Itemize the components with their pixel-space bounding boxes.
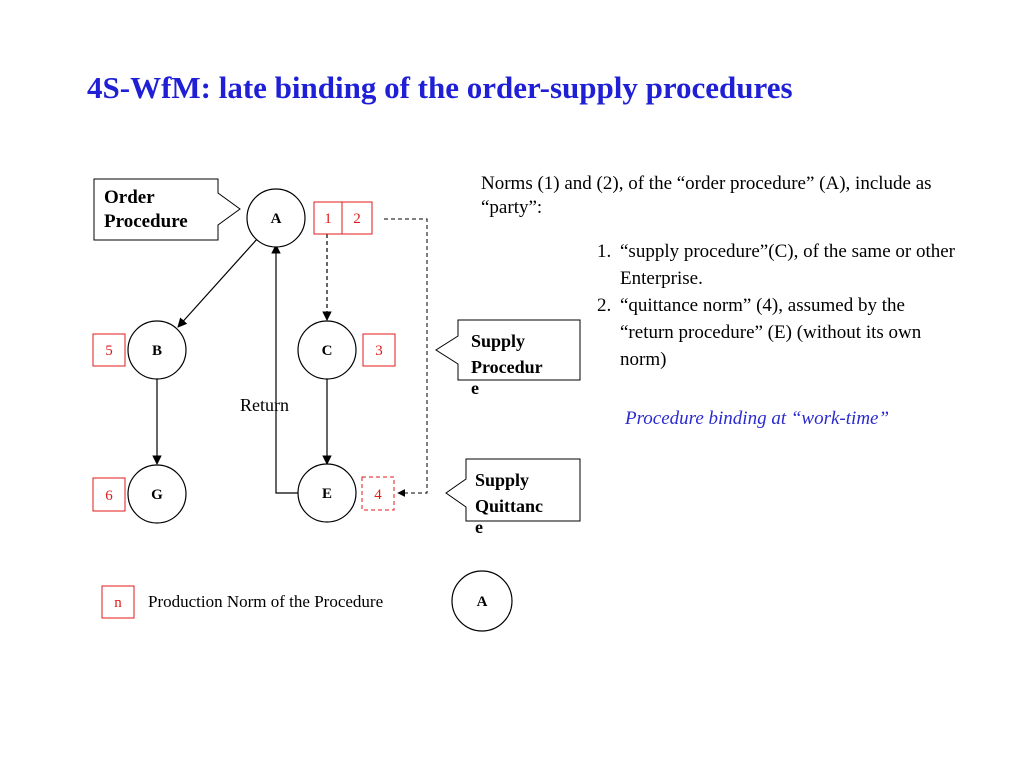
norm-box-1 (313, 201, 343, 235)
legend-label: Production Norm of the Procedure (148, 592, 384, 611)
supply-procedure-line-1: Supply (471, 331, 526, 351)
legend-norm-box (101, 585, 135, 619)
supply-quittance-label: Supply Quittanc e (475, 467, 544, 537)
node-c-label: C (322, 343, 333, 359)
supply-quittance-line-1: Supply (475, 470, 530, 490)
node-b (127, 320, 187, 380)
order-procedure-line-1: Order (104, 187, 155, 208)
edge-a-b (177, 237, 259, 328)
supply-procedure-line-3: e (471, 378, 479, 398)
intro-text: Norms (1) and (2), of the “order procedu… (481, 173, 932, 218)
legend-node-label: A (477, 594, 488, 610)
order-procedure-callout (93, 178, 241, 241)
supply-quittance-line-3: e (475, 517, 483, 537)
legend-node (451, 570, 513, 632)
list-item: 1. “supply procedure”(C), of the same or… (597, 238, 957, 292)
return-label: Return (240, 395, 289, 415)
order-procedure-label: Order Procedure (104, 186, 188, 234)
node-g-label: G (151, 487, 163, 503)
page-title: 4S-WfM: late binding of the order-supply… (87, 70, 793, 105)
list-item-number: 2. (597, 295, 612, 316)
node-e-label: E (322, 486, 332, 502)
party-list: 1. “supply procedure”(C), of the same or… (597, 238, 957, 373)
order-procedure-line-2: Procedure (104, 211, 188, 232)
edge-return-e-a (271, 244, 299, 494)
list-item-number: 1. (597, 241, 612, 262)
node-g (127, 464, 187, 524)
node-a (246, 188, 306, 248)
node-e (297, 463, 357, 523)
norm-box-6 (92, 477, 126, 512)
norm-2-label: 2 (353, 211, 361, 227)
edge-norm2-norm4 (384, 218, 428, 497)
list-item: 2. “quittance norm” (4), assumed by the … (597, 292, 957, 373)
supply-quittance-line-2: Quittanc (475, 496, 544, 516)
norm-3-label: 3 (375, 343, 383, 359)
supply-quittance-callout (445, 458, 581, 522)
supply-procedure-callout (435, 319, 581, 381)
norm-box-5 (92, 333, 126, 367)
norm-box-3 (362, 333, 396, 367)
list-item-text: “supply procedure”(C), of the same or ot… (620, 241, 956, 289)
node-c (297, 320, 357, 380)
node-b-label: B (152, 343, 162, 359)
norm-1-label: 1 (324, 211, 332, 227)
legend-norm-label: n (114, 595, 122, 611)
supply-procedure-line-2: Procedur (471, 357, 543, 377)
node-a-label: A (271, 211, 282, 227)
norm-box-2 (341, 201, 373, 235)
norm-6-label: 6 (105, 488, 113, 504)
norm-4-label: 4 (374, 487, 382, 503)
norm-5-label: 5 (105, 343, 113, 359)
norm-box-4 (361, 476, 395, 511)
binding-note: Procedure binding at “work-time” (625, 408, 890, 429)
supply-procedure-label: Supply Procedur e (471, 328, 543, 398)
list-item-text: “quittance norm” (4), assumed by the “re… (620, 295, 922, 370)
